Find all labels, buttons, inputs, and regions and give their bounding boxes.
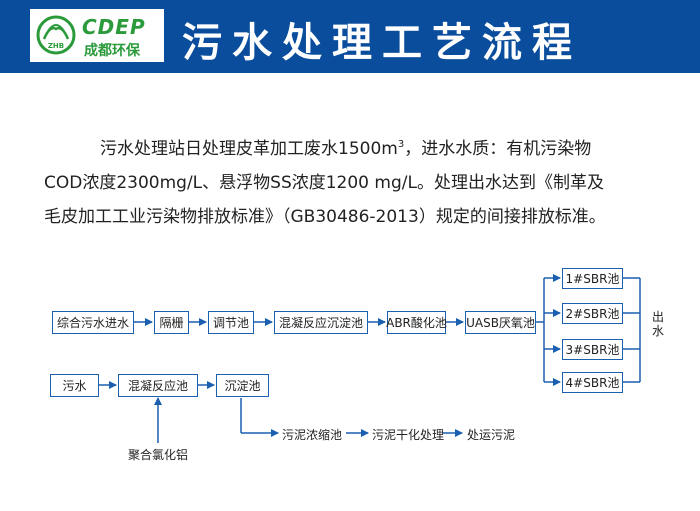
header-bar: ZHB CDEP 成都环保 污水处理工艺流程 bbox=[0, 0, 700, 73]
description-line-1-tail: ，进水水质：有机污染物 bbox=[404, 139, 592, 159]
page-title: 污水处理工艺流程 bbox=[182, 20, 582, 66]
description-line-3: 毛皮加工工业污染物排放标准》（GB30486-2013）规定的间接排放标准。 bbox=[44, 207, 606, 227]
label-sludge-thickener: 污泥浓缩池 bbox=[282, 428, 343, 442]
node-sbr-tank-1: 1#SBR池 bbox=[562, 268, 623, 289]
node-coagulation-reactor: 混凝反应池 bbox=[118, 374, 198, 397]
logo-english-name: CDEP bbox=[82, 15, 146, 39]
label-sludge-drying: 污泥干化处理 bbox=[372, 428, 445, 442]
node-abr-acidification-tank: ABR酸化池 bbox=[386, 311, 447, 334]
node-sludge-water: 污水 bbox=[50, 374, 99, 397]
node-bar-screen: 隔栅 bbox=[154, 311, 189, 334]
process-description: 污水处理站日处理皮革加工废水1500m3，进水水质：有机污染物 COD浓度230… bbox=[44, 132, 674, 234]
node-sbr-tank-2: 2#SBR池 bbox=[562, 303, 623, 324]
company-logo: ZHB CDEP 成都环保 bbox=[30, 9, 164, 62]
node-coagulation-settling-tank: 混凝反应沉淀池 bbox=[274, 311, 368, 334]
label-effluent: 出水 bbox=[652, 310, 665, 338]
description-line-2: COD浓度2300mg/L、悬浮物SS浓度1200 mg/L。处理出水达到《制革… bbox=[44, 173, 604, 193]
logo-emblem-icon: ZHB bbox=[36, 15, 76, 55]
description-line-1-main: 污水处理站日处理皮革加工废水1500m bbox=[100, 139, 398, 159]
node-sbr-tank-3: 3#SBR池 bbox=[562, 339, 623, 360]
node-equalization-tank: 调节池 bbox=[208, 311, 254, 334]
node-settling-tank: 沉淀池 bbox=[216, 374, 269, 397]
node-uasb-anaerobic-tank: UASB厌氧池 bbox=[465, 311, 536, 334]
label-sludge-disposal: 处运污泥 bbox=[467, 428, 516, 442]
logo-badge-text: ZHB bbox=[48, 42, 64, 50]
cubic-superscript: 3 bbox=[397, 139, 405, 150]
node-sbr-tank-4: 4#SBR池 bbox=[562, 372, 623, 393]
label-pac-additive: 聚合氯化铝 bbox=[128, 448, 189, 462]
logo-chinese-name: 成都环保 bbox=[84, 43, 140, 59]
node-raw-inlet: 综合污水进水 bbox=[52, 311, 134, 334]
description-line-1: 污水处理站日处理皮革加工废水1500m3，进水水质：有机污染物 bbox=[44, 132, 674, 166]
